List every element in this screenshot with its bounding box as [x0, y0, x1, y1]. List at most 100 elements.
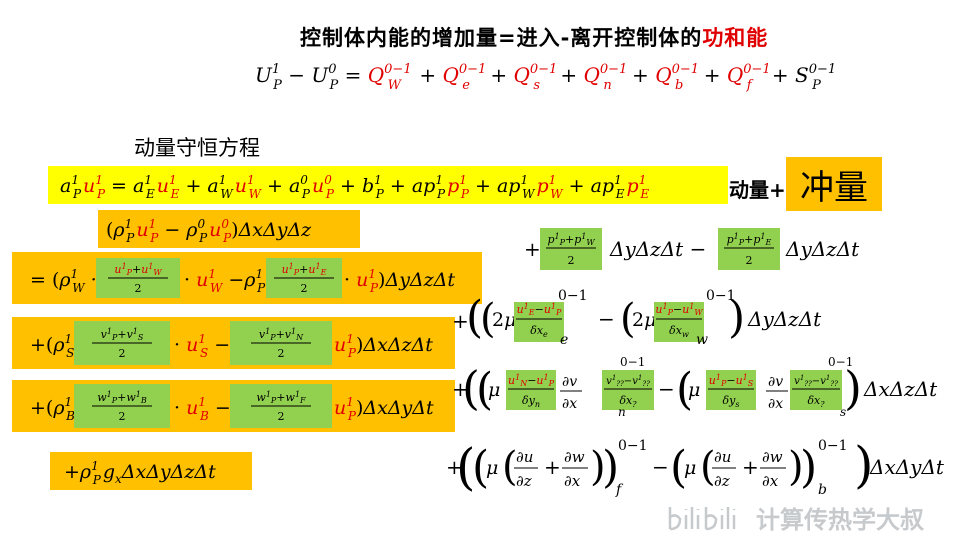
convection-x-equation: = (ρ1W · u1P+u1W 2 · u1W −ρ1P · u1P+u1E …	[30, 258, 455, 298]
svg-text:): )	[844, 361, 862, 415]
svg-text:∂x: ∂x	[562, 396, 577, 412]
svg-text:ΔxΔyΔt: ΔxΔyΔt	[869, 455, 945, 479]
svg-text:∂z: ∂z	[516, 472, 532, 490]
svg-text:+: +	[524, 237, 541, 261]
impulse-box: 冲量	[786, 157, 882, 211]
slide-title: 控制体内能的增加量=进入-离开控制体的功和能	[60, 22, 960, 52]
svg-text:): )	[728, 292, 745, 343]
title-highlight: 功和能	[702, 26, 769, 50]
svg-text:∂x: ∂x	[768, 396, 783, 412]
svg-text:∂x: ∂x	[564, 472, 581, 490]
svg-text:(: (	[620, 296, 636, 342]
svg-text:U1P − U0P = Q0−1W +: U1P − U0P = Q0−1W + Q0−1e + Q0−1s + Q0−1…	[255, 62, 836, 93]
svg-text:0−1: 0−1	[558, 288, 588, 304]
svg-text:∂v: ∂v	[768, 374, 783, 390]
svg-text:δys: δys	[723, 394, 740, 409]
pressure-term: + p1P+p1W 2 ΔyΔzΔt − p1P+p1E 2 ΔyΔzΔt	[524, 228, 860, 270]
svg-text:−: −	[598, 307, 615, 331]
svg-text:0−1: 0−1	[620, 356, 645, 369]
momentum-label: 动量守恒方程	[134, 136, 260, 160]
svg-text:): )	[602, 442, 619, 493]
svg-text:u1N−u1P: u1N−u1P	[508, 373, 555, 388]
svg-text:2μ: 2μ	[632, 309, 656, 331]
svg-text:μ: μ	[684, 457, 696, 479]
svg-text:s: s	[840, 405, 846, 419]
svg-text:u1E−u1P: u1E−u1P	[517, 302, 562, 317]
svg-text:(: (	[502, 444, 518, 490]
svg-text:0−1: 0−1	[818, 438, 848, 454]
diff-gradient-box	[790, 370, 842, 410]
title-main: 控制体内能的增加量=进入-离开控制体的	[300, 26, 703, 50]
svg-text:= (ρ1W ·: = (ρ1W ·	[30, 267, 97, 295]
svg-text:): )	[788, 444, 804, 490]
svg-text:∂w: ∂w	[564, 448, 585, 466]
svg-text:(: (	[456, 438, 476, 496]
watermark: 计算传热学大叔	[666, 500, 924, 535]
svg-text:2: 2	[119, 347, 126, 360]
svg-text:2: 2	[568, 254, 575, 267]
svg-text:0−1: 0−1	[706, 288, 736, 304]
convection-x-box: = (ρ1W · u1P+u1W 2 · u1W −ρ1P · u1P+u1E …	[12, 252, 482, 304]
diff-gradient-box	[602, 370, 654, 410]
svg-text:u1P)ΔxΔyΔt: u1P)ΔxΔyΔt	[334, 395, 434, 423]
svg-text:−: −	[658, 377, 675, 401]
svg-text:+: +	[452, 309, 469, 333]
avg-pressure-box	[540, 228, 602, 270]
svg-text:∂w: ∂w	[762, 448, 783, 466]
svg-text:f: f	[615, 482, 624, 498]
svg-text:n: n	[618, 405, 626, 419]
svg-text:b: b	[818, 482, 827, 498]
convection-z-equation: +(ρ1B · w1P+w1B 2 · u1B −ρ1P · w1P+w1F 2…	[30, 384, 434, 428]
impulse-word: 冲量	[800, 167, 868, 208]
svg-text:2μ: 2μ	[492, 309, 516, 331]
svg-text:ΔyΔzΔt: ΔyΔzΔt	[785, 237, 860, 261]
svg-text:(: (	[476, 364, 493, 415]
svg-text:(: (	[480, 296, 496, 342]
diff-gradient-box	[506, 370, 556, 410]
svg-text:(: (	[462, 361, 480, 415]
impulse-prefix: 动量+	[729, 178, 786, 202]
svg-text:∂v: ∂v	[562, 374, 577, 390]
svg-text:(: (	[472, 442, 489, 493]
svg-text:∂u: ∂u	[714, 448, 731, 466]
bilibili-logo-icon	[668, 506, 736, 530]
svg-text:∂x: ∂x	[762, 472, 779, 490]
svg-text:(: (	[700, 444, 716, 490]
diffusion-y-term: + ( ( μ u1N−u1P δyn ∂v ∂x v1??−v1?? δx? …	[452, 356, 938, 419]
svg-text:0−1: 0−1	[828, 356, 853, 369]
convection-y-equation: +(ρ1S · v1P+v1S 2 · u1S −ρ1P · v1P+v1N 2…	[30, 321, 433, 365]
diffusion-x-term: + ( ( 2μ u1E−u1P δxe 0−1 e − ( 2μ u1P−u1…	[452, 288, 822, 348]
avg-pressure-box	[718, 228, 780, 270]
svg-text:μ: μ	[688, 379, 700, 401]
svg-text:(: (	[466, 292, 483, 343]
svg-text:+: +	[544, 455, 561, 479]
svg-text:· u1P)ΔyΔzΔt: · u1P)ΔyΔzΔt	[344, 267, 455, 295]
diff-gradient-box	[514, 302, 564, 342]
svg-text:u1P+u1E: u1P+u1E	[282, 262, 327, 277]
svg-text:): )	[590, 444, 606, 490]
svg-text:+: +	[452, 377, 469, 401]
svg-text:): )	[800, 442, 817, 493]
svg-text:μ: μ	[488, 379, 500, 401]
svg-text:+: +	[446, 455, 463, 479]
svg-text:2: 2	[746, 254, 753, 267]
svg-text:ΔxΔzΔt: ΔxΔzΔt	[863, 377, 938, 401]
svg-text:2: 2	[119, 410, 126, 423]
svg-text:0−1: 0−1	[618, 438, 648, 454]
svg-text:2: 2	[278, 410, 285, 423]
diffusion-z-term: + ( ( μ ( ∂u ∂z + ∂w ∂x ) ) 0−1 f − ( μ …	[446, 436, 945, 498]
svg-text:e: e	[560, 332, 568, 348]
convection-y-box: +(ρ1S · v1P+v1S 2 · u1S −ρ1P · v1P+v1N 2…	[12, 317, 455, 369]
svg-text:2: 2	[135, 282, 142, 295]
svg-text:2: 2	[278, 347, 285, 360]
svg-text:(: (	[676, 364, 693, 415]
diff-gradient-box	[706, 370, 756, 410]
